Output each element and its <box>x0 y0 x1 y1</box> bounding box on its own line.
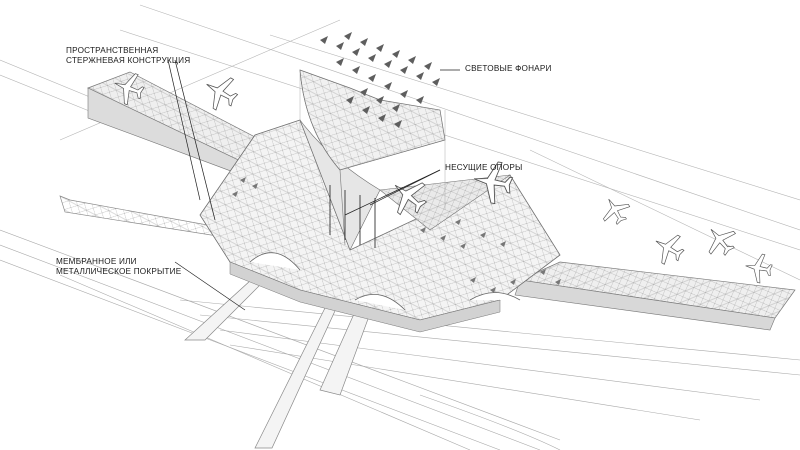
airplane-icon <box>742 251 775 285</box>
roof-skylights <box>232 177 561 293</box>
label-skylights-text: Световые фонари <box>465 64 552 73</box>
airplane-icon <box>197 68 244 116</box>
label-membrane: Мембранное или металлическое покрытие <box>56 257 181 277</box>
floating-skylights <box>320 32 440 128</box>
label-space-frame-line1: Пространственная <box>66 46 159 55</box>
label-space-frame-line2: стержневая конструкция <box>66 56 191 65</box>
airplane-icon <box>698 218 743 263</box>
label-columns: Несущие опоры <box>445 163 522 173</box>
support-columns <box>329 185 376 248</box>
airplane-icon <box>647 226 690 270</box>
label-skylights: Световые фонари <box>465 64 552 74</box>
label-membrane-line2: металлическое покрытие <box>56 267 182 276</box>
left-pier <box>87 71 281 181</box>
label-membrane-line1: Мембранное или <box>56 257 137 266</box>
exploded-shell <box>299 69 446 246</box>
label-columns-text: Несущие опоры <box>445 163 523 172</box>
right-pier <box>514 261 796 331</box>
label-space-frame: Пространственная стержневая конструкция <box>66 46 190 66</box>
leader-lines <box>167 59 460 311</box>
access-roads <box>59 195 376 449</box>
